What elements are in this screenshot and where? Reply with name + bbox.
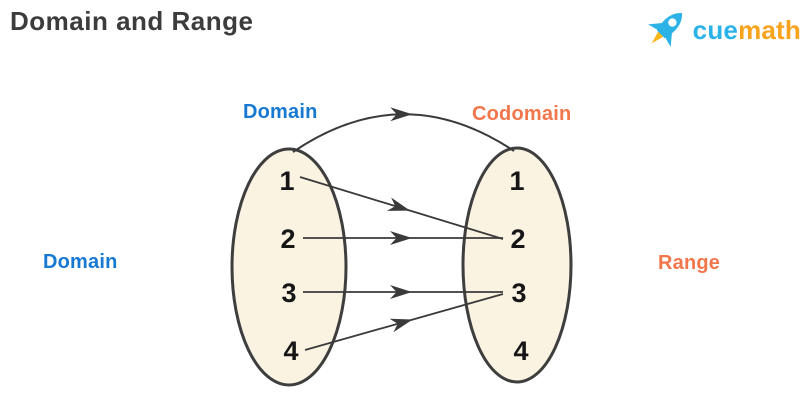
page-title: Domain and Range — [10, 6, 254, 36]
codomain-element-2: 2 — [510, 224, 525, 254]
domain-element-4: 4 — [283, 336, 298, 366]
cuemath-logo: cuemath — [641, 4, 801, 57]
codomain-set-ellipse — [461, 146, 573, 384]
codomain-element-3: 3 — [511, 278, 526, 308]
domain-element-1: 1 — [279, 166, 294, 196]
domain-to-codomain-arc-arrow — [292, 107, 515, 153]
brand-cue-text: cue — [692, 15, 739, 45]
brand-wordmark: cuemath — [693, 15, 801, 46]
domain-element-2: 2 — [280, 224, 295, 254]
codomain-element-1: 1 — [509, 166, 524, 196]
rocket-icon — [641, 4, 689, 57]
domain-element-3: 3 — [281, 278, 296, 308]
brand-math-text: math — [738, 15, 801, 45]
domain-side-label: Domain — [43, 251, 118, 273]
domain-set-title: Domain — [243, 101, 318, 123]
mapping-arrow-1-to-2 — [299, 176, 504, 240]
domain-set-ellipse — [230, 147, 348, 387]
codomain-set-title: Codomain — [472, 103, 572, 125]
codomain-element-4: 4 — [513, 336, 528, 366]
range-side-label: Range — [658, 252, 721, 274]
mapping-arrow-4-to-3 — [304, 293, 504, 351]
